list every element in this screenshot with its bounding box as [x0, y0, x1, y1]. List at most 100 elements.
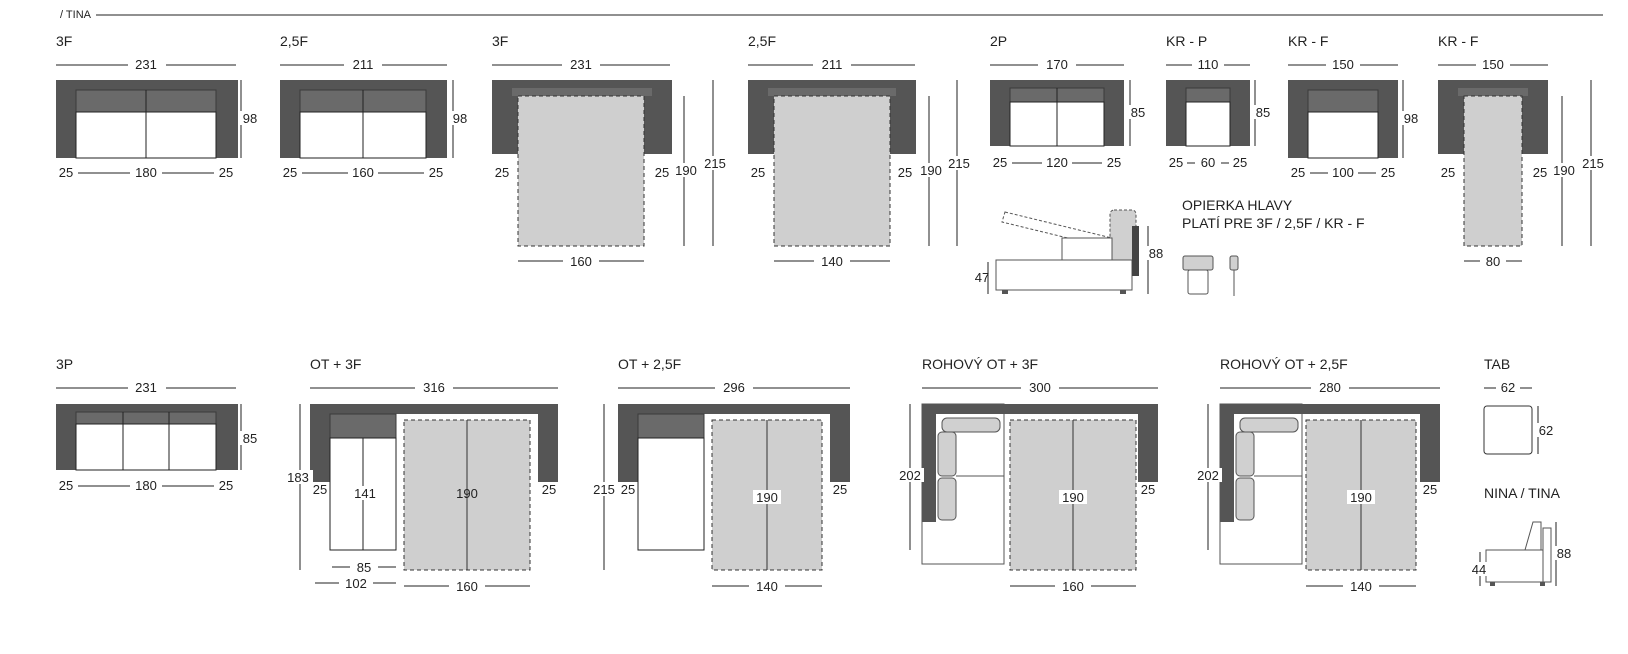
- width-value: 280: [1319, 380, 1341, 395]
- bed-mattress: [517, 95, 645, 247]
- headrest-top: [1182, 255, 1214, 271]
- label-bg: [238, 431, 262, 445]
- label-bg: [1552, 163, 1578, 177]
- label-bg: [896, 468, 924, 482]
- arm-left-value: 25: [59, 165, 73, 180]
- width-value: 231: [135, 380, 157, 395]
- width-value: 62: [1501, 380, 1515, 395]
- ot-length-value: 141: [354, 486, 376, 501]
- nina-tina-side: NINA / TINA 44 88: [1466, 485, 1576, 586]
- side-base: [995, 259, 1133, 291]
- arm-left-value: 25: [993, 155, 1007, 170]
- table-top: [1483, 405, 1533, 455]
- depth-value: 98: [453, 111, 467, 126]
- rohovy-ot-25f: ROHOVÝ OT + 2,5F 280 190 202 25 140: [1194, 356, 1440, 594]
- depth-value: 98: [1404, 111, 1418, 126]
- label-bg: [1251, 105, 1275, 119]
- label-bg: [1126, 105, 1150, 119]
- seat-height-value: 47: [975, 270, 989, 285]
- rohovy-ot-3f: ROHOVÝ OT + 3F 300 190 202 25 160: [896, 356, 1158, 594]
- bed-3f: 3F 231 25 25 190 215 160: [492, 33, 728, 269]
- sofa-25f: 2,5F 211 98 25 160 25: [280, 33, 472, 180]
- arm-left: [310, 404, 330, 482]
- corner-back: [922, 404, 936, 522]
- label-bg: [1055, 579, 1091, 593]
- ot-inner-value: 85: [357, 560, 371, 575]
- back-frame: [330, 404, 538, 414]
- label-bg: [1534, 423, 1558, 437]
- width-value: 316: [423, 380, 445, 395]
- corner-cushion: [937, 477, 957, 521]
- depth-value: 98: [243, 111, 257, 126]
- corner-cushion: [937, 431, 957, 477]
- bed-kr-f: KR - F 150 25 25 190 215 80: [1438, 33, 1606, 269]
- width-value: 211: [822, 57, 843, 72]
- header: / TINA: [60, 9, 1603, 21]
- label-bg: [415, 380, 453, 394]
- arm-left-value: 25: [1169, 155, 1183, 170]
- back-height-value: 88: [1557, 546, 1571, 561]
- ot-width-value: 102: [345, 576, 367, 591]
- width-value: 150: [1482, 57, 1504, 72]
- corner-back: [1220, 404, 1234, 522]
- label-bg: [946, 156, 972, 170]
- seat-value: 100: [1332, 165, 1354, 180]
- depth-value: 202: [1197, 468, 1219, 483]
- width-value: 231: [135, 57, 157, 72]
- bed-width-value: 160: [570, 254, 592, 269]
- width-value: 296: [723, 380, 745, 395]
- label-bg: [1580, 156, 1606, 170]
- arm-right-value: 25: [655, 165, 669, 180]
- sofa-2p: 2P 170 85 25 120 25: [990, 33, 1150, 170]
- label-bg: [285, 470, 313, 484]
- arm-right-value: 25: [1233, 155, 1247, 170]
- label-bg: [128, 57, 166, 71]
- label-bg: [350, 560, 378, 574]
- headrest-note: OPIERKA HLAVY PLATÍ PRE 3F / 2,5F / KR -…: [1182, 197, 1365, 296]
- backrest: [768, 88, 896, 96]
- label-bg: [702, 156, 728, 170]
- foot: [1002, 290, 1008, 294]
- item-title: 2P: [990, 33, 1007, 49]
- ot-25f: OT + 2,5F 296 190 215 25 25 140: [590, 356, 850, 594]
- total-length-value: 215: [704, 156, 726, 171]
- backrest: [1458, 88, 1528, 96]
- depth-value: 215: [593, 482, 615, 497]
- side-view-headrest: 47 88: [975, 209, 1166, 294]
- side-arm: [1542, 527, 1552, 583]
- label-bg: [1194, 468, 1222, 482]
- label-bg: [448, 111, 472, 125]
- side-cushion: [1061, 237, 1113, 263]
- item-title: KR - P: [1166, 33, 1207, 49]
- arm-right-value: 25: [429, 165, 443, 180]
- label-bg: [563, 254, 599, 268]
- arm-right-value: 25: [1533, 165, 1547, 180]
- arm-right: [830, 404, 850, 482]
- foot: [1490, 582, 1495, 586]
- chair-kr-f: KR - F 150 98 25 100 25: [1288, 33, 1423, 180]
- item-title: ROHOVÝ OT + 3F: [922, 356, 1038, 372]
- item-title: ROHOVÝ OT + 2,5F: [1220, 356, 1348, 372]
- bed-length-value: 190: [675, 163, 697, 178]
- item-title: 3F: [492, 33, 508, 49]
- sofa-3p: 3P 231 85 25 180 25: [56, 356, 262, 493]
- back-frame: [1004, 404, 1138, 414]
- label-bg: [1059, 490, 1087, 504]
- width-value: 150: [1332, 57, 1354, 72]
- label-bg: [562, 57, 600, 71]
- label-bg: [1552, 546, 1576, 560]
- headrest-side-top: [1229, 255, 1239, 271]
- bed-25f: 2,5F 211 25 25 190 215 140: [748, 33, 972, 269]
- bed-length-value: 190: [1350, 490, 1372, 505]
- label-bg: [1343, 579, 1379, 593]
- item-title: OT + 3F: [310, 356, 361, 372]
- label-bg: [1021, 380, 1059, 394]
- bed-length-value: 190: [1062, 490, 1084, 505]
- total-length-value: 215: [1582, 156, 1604, 171]
- depth-value: 85: [1131, 105, 1145, 120]
- label-bg: [1038, 57, 1076, 71]
- label-bg: [813, 57, 851, 71]
- label-bg: [238, 111, 262, 125]
- label-bg: [1476, 57, 1510, 71]
